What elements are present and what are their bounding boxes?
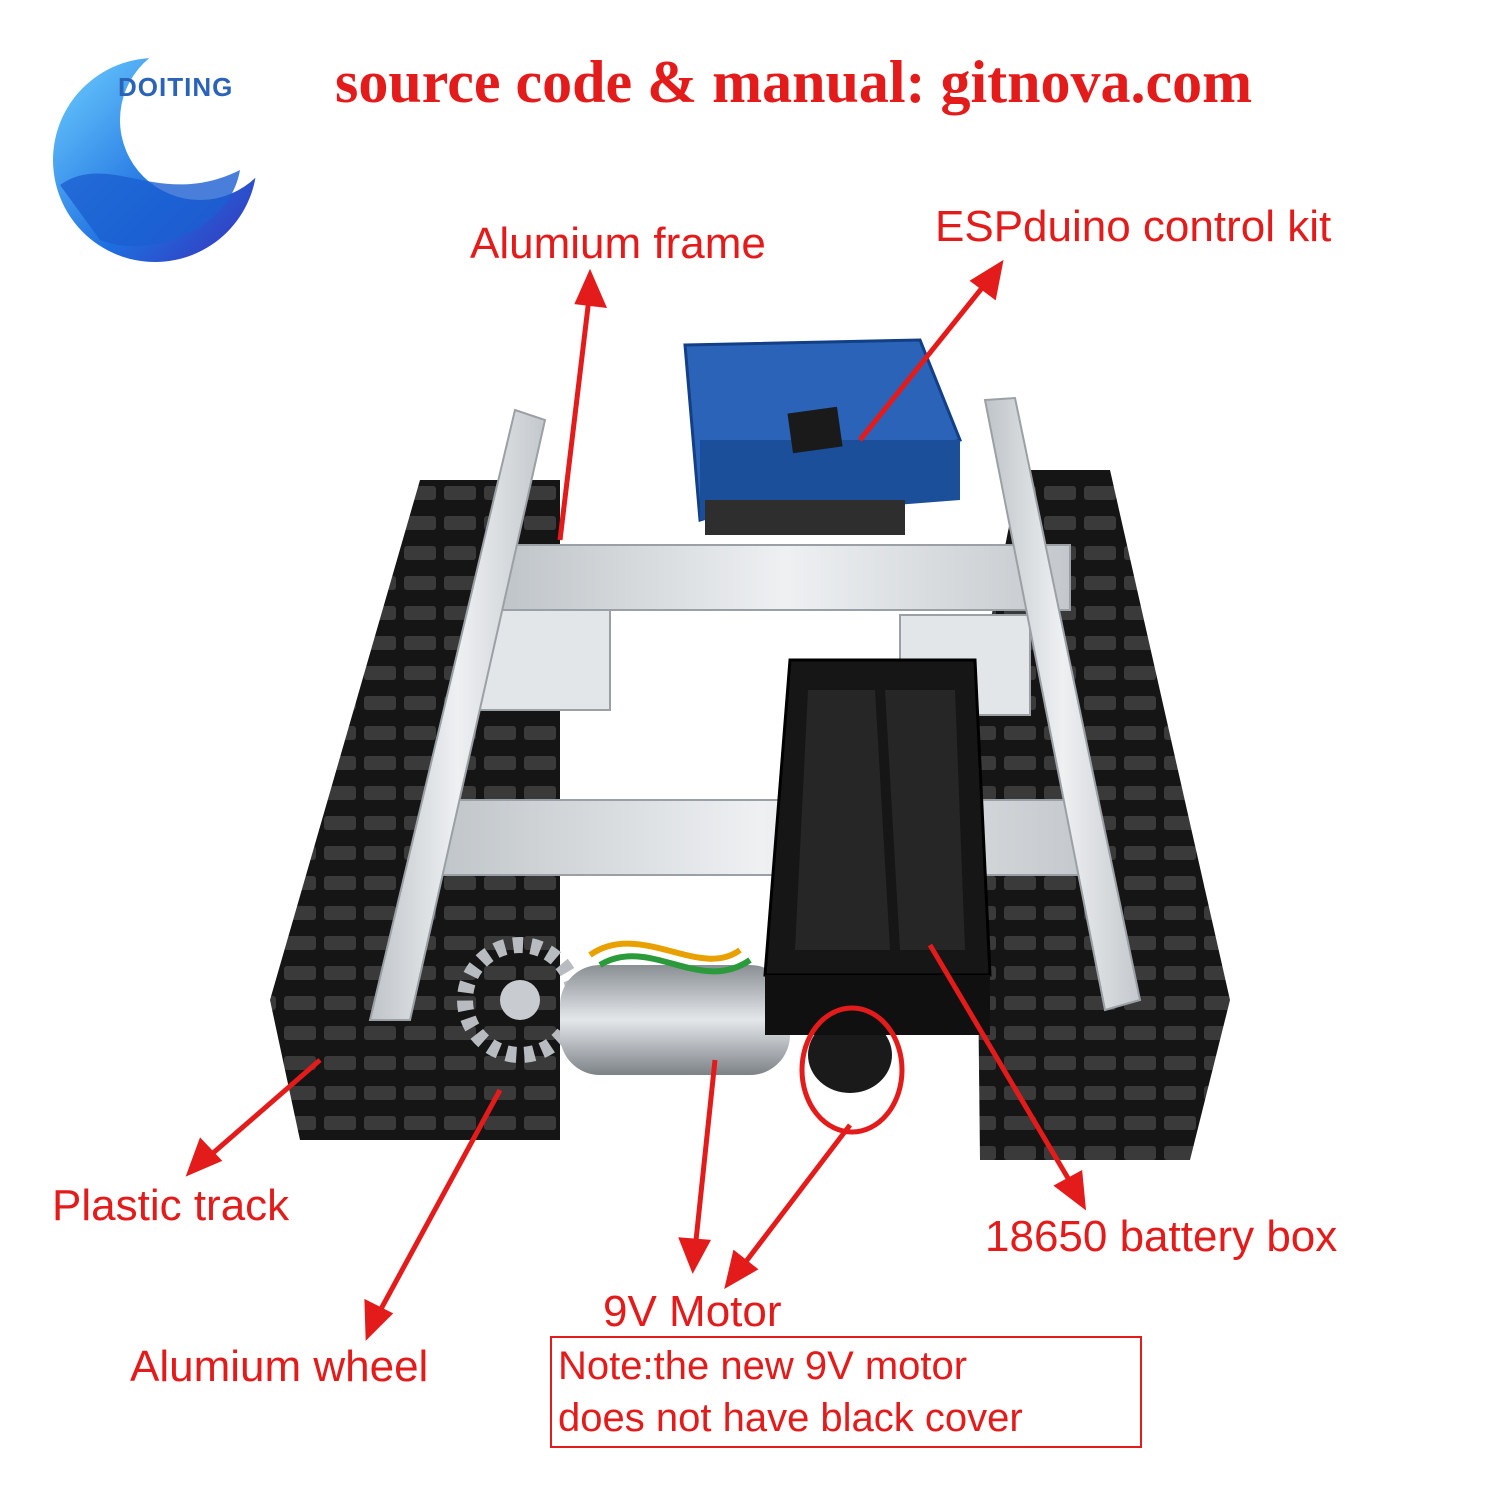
label-18650-battery-box: 18650 battery box	[985, 1212, 1338, 1261]
note-line-2: does not have black cover	[558, 1396, 1023, 1440]
label-espduino-control-kit: ESPduino control kit	[935, 202, 1332, 251]
doiting-logo-icon	[53, 40, 280, 262]
label-alumium-frame: Alumium frame	[470, 219, 766, 268]
label-plastic-track: Plastic track	[52, 1181, 290, 1230]
label-alumium-wheel: Alumium wheel	[130, 1342, 429, 1391]
note-line-1: Note:the new 9V motor	[558, 1344, 968, 1388]
header-source-link: source code & manual: gitnova.com	[335, 49, 1253, 115]
note-box: Note:the new 9V motor does not have blac…	[550, 1336, 1142, 1448]
logo-brand-text: DOITING	[118, 72, 234, 102]
label-9v-motor: 9V Motor	[603, 1287, 782, 1336]
annotation-arrows	[185, 259, 1087, 1341]
